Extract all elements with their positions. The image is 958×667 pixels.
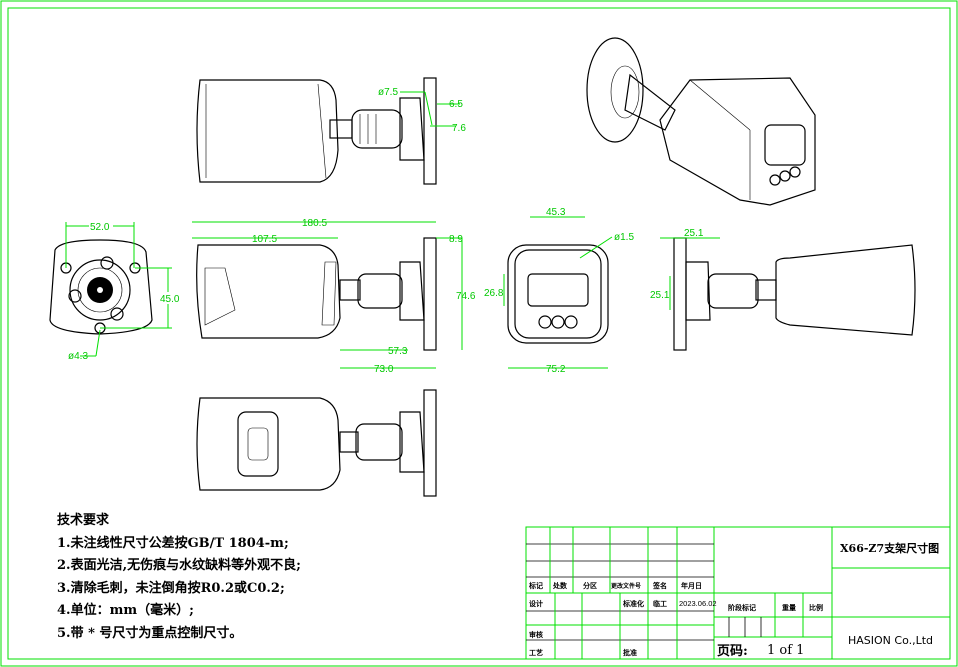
bottom-view [196,389,437,497]
header-zone: 分区 [583,581,597,590]
dim-rear-total: 75.2 [546,364,566,375]
dim-side-arm: 57.3 [388,346,408,357]
mount-plate-view: 52.0 45.0 ø4.3 [49,220,180,362]
note-item: 5.带 * 号尺寸为重点控制尺寸。 [57,625,243,641]
label-process: 工艺 [529,648,543,657]
header-change-doc: 更改文件号 [611,582,641,590]
technical-requirements: 技术要求 1.未注线性尺寸公差按GB/T 1804-m; 2.表面光洁,无伤痕与… [57,510,301,645]
drawing-title: X66-Z7支架尺寸图 [840,541,939,555]
dim-front-hole: ø4.3 [68,351,88,362]
title-block: 标记 处数 分区 更改文件号 签名 年月日 设计 标准化 临工 2023.06.… [525,526,951,660]
header-signature: 签名 [652,581,667,590]
note-item: 2.表面光洁,无伤痕与水纹缺料等外观不良; [57,558,301,573]
notes-title: 技术要求 [57,513,110,528]
dim-top-b: 7.6 [452,123,466,134]
signer-name: 临工 [653,599,667,608]
dim-top-a: 6.5 [449,99,463,110]
dim-side-bracket: 73.0 [374,364,394,375]
company-name: HASION Co.,Ltd [848,634,933,647]
note-item: 3.清除毛刺，未注倒角按R0.2或C0.2; [57,580,285,596]
dim-side-length: 180.5 [302,218,327,229]
inner-border [7,7,951,660]
iso-view [586,37,816,206]
label-review: 审核 [529,630,543,639]
note-item: 4.单位：mm（毫米）; [57,603,194,618]
label-standardize: 标准化 [622,599,644,608]
header-date: 年月日 [681,581,702,590]
dim-front-width: 52.0 [90,222,110,233]
page-label: 页码: [717,644,748,659]
header-mark: 标记 [528,581,543,590]
dim-rear-window: 26.8 [484,288,504,299]
dim-front-height: 45.0 [160,294,180,305]
dim-side-body: 107.5 [252,234,277,245]
dim-top-phi: ø7.5 [378,87,398,98]
note-item: 1.未注线性尺寸公差按GB/T 1804-m; [57,535,289,551]
label-design: 设计 [529,599,543,608]
dim-side-plate: 8.9 [449,234,463,245]
dim-right-b: 25.1 [650,290,670,301]
dim-right-a: 25.1 [684,228,704,239]
right-side-view: 25.1 25.1 [650,228,916,351]
design-date: 2023.06.02 [679,599,717,608]
label-approve: 批准 [623,648,637,657]
dim-rear-width: 45.3 [546,207,566,218]
dim-side-height: 74.6 [456,291,476,302]
label-weight: 重量 [782,603,796,612]
side-view: 180.5 107.5 8.9 74.6 57.3 73.0 [192,218,476,375]
dim-rear-hole: ø1.5 [614,232,634,243]
header-count: 处数 [552,581,568,590]
rear-view: 45.3 ø1.5 26.8 75.2 [484,207,634,375]
top-view: ø7.5 6.5 7.6 [196,77,466,185]
label-stage-mark: 阶段标记 [728,603,756,612]
label-scale: 比例 [809,603,823,612]
page-number: 1 of 1 [767,643,804,658]
